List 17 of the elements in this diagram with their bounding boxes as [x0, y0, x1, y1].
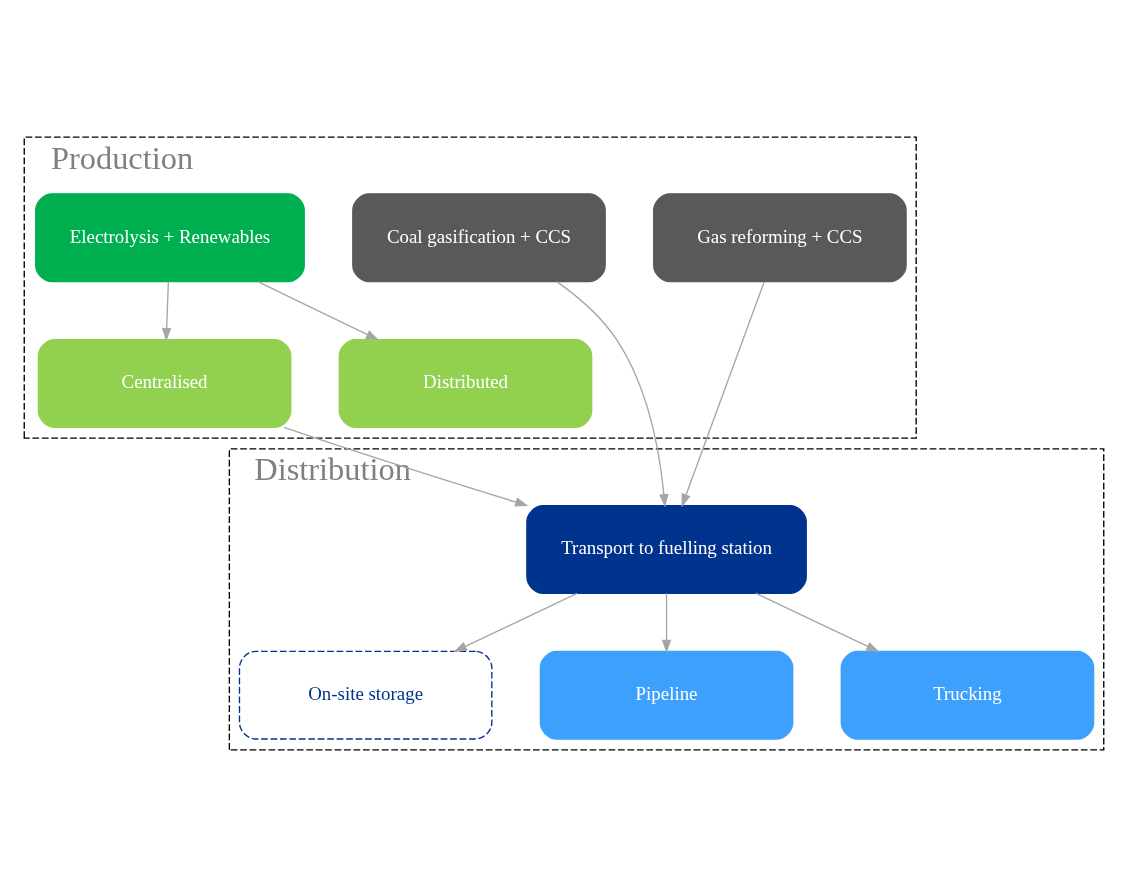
node-box: Transport to fuelling station — [526, 504, 807, 594]
node-box: Pipeline — [539, 650, 794, 740]
arrow — [257, 280, 380, 341]
arrow — [556, 280, 669, 508]
arrow — [283, 426, 529, 507]
arrow — [661, 592, 672, 654]
node-box: Coal gasification + CCS — [352, 193, 606, 283]
node-box: Distributed — [338, 338, 593, 428]
arrow — [161, 280, 172, 342]
node-box: Trucking — [840, 650, 1095, 740]
node-box: Centralised — [37, 338, 292, 428]
node-box: Electrolysis + Renewables — [35, 193, 305, 283]
node-box: On-site storage — [238, 650, 493, 740]
arrow — [755, 592, 880, 653]
arrow — [453, 592, 578, 653]
node-box: Gas reforming + CCS — [653, 193, 907, 283]
arrow — [681, 281, 765, 508]
